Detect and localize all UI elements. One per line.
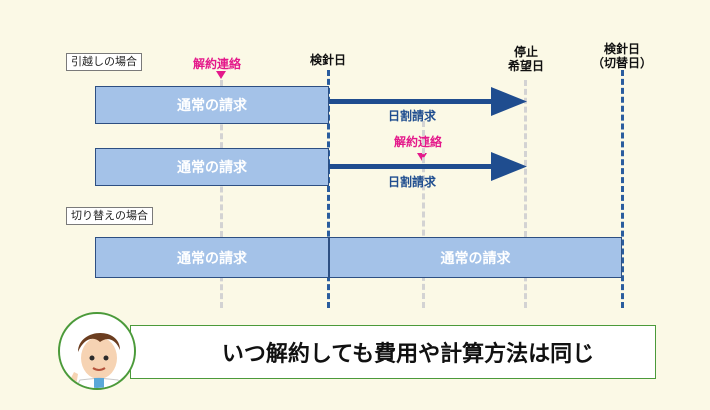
- meter-reading-line: [327, 70, 330, 308]
- switch-date-label-line2: （切替日）: [591, 56, 652, 70]
- cancel-notice-label-2: 解約連絡: [394, 135, 443, 149]
- normal-billing-bar-2: 通常の請求: [95, 148, 329, 186]
- stop-date-guide-line: [524, 80, 527, 308]
- advisor-avatar-icon: [58, 312, 136, 390]
- prorated-billing-label-1: 日割請求: [388, 109, 437, 123]
- cancel-notice-label-1: 解約連絡: [193, 57, 242, 71]
- section-label-moving: 引越しの場合: [66, 53, 142, 71]
- stop-date-label: 停止 希望日: [498, 45, 554, 73]
- summary-caption-text: いつ解約しても費用や計算方法は同じ: [221, 342, 595, 367]
- new-billing-bar: 通常の請求: [329, 237, 622, 278]
- cancel-notice-guide-line-2: [422, 121, 425, 308]
- summary-caption: いつ解約しても費用や計算方法は同じ: [130, 325, 656, 379]
- normal-billing-bar-3: 通常の請求: [95, 237, 329, 278]
- prorated-arrow-1: [329, 87, 527, 116]
- stop-date-label-line1: 停止: [513, 45, 538, 59]
- switch-date-label: 検針日 （切替日）: [582, 42, 662, 70]
- normal-billing-bar-1: 通常の請求: [95, 86, 329, 124]
- prorated-arrow-2: [329, 152, 527, 181]
- section-label-switching: 切り替えの場合: [66, 207, 153, 225]
- switch-date-label-line1: 検針日: [603, 42, 640, 56]
- cancel-notice-guide-line: [220, 80, 223, 308]
- stop-date-label-line2: 希望日: [507, 59, 544, 73]
- prorated-billing-label-2: 日割請求: [388, 175, 437, 189]
- switch-date-line: [621, 70, 624, 308]
- meter-reading-date-label: 検針日: [309, 53, 346, 67]
- cancel-notice-marker-1: [216, 71, 226, 79]
